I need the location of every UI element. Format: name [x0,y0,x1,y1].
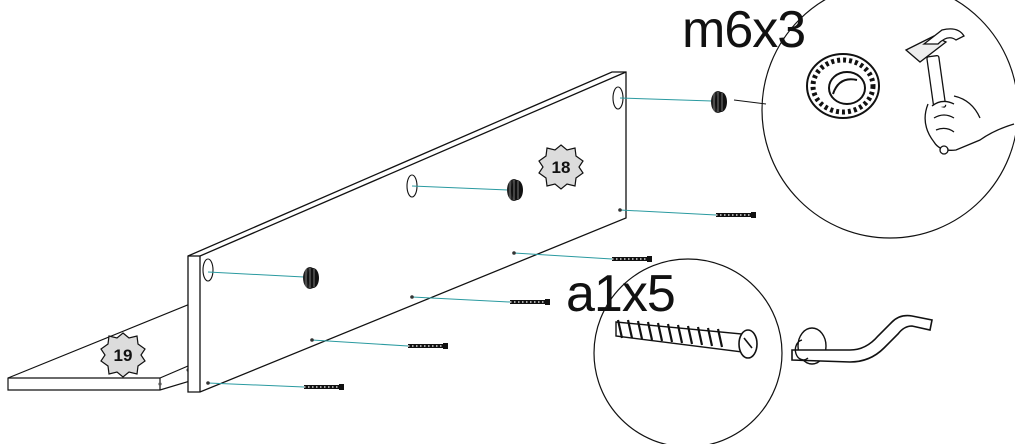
dowel-screw-icon [508,297,552,307]
part-badge-18: 18 [538,144,584,190]
hammer-icon [904,28,965,109]
dowel-screw-icon [302,382,346,392]
dowel-screw-detail-icon [615,319,758,359]
cam-lock-icon [506,178,524,202]
cam-lock-detail-icon [806,53,880,119]
part-number: 18 [552,158,571,177]
cam-lock-icon [302,266,320,290]
cam-fitting-callout: m6x3 [682,0,1015,239]
part-badge-19: 19 [100,332,146,378]
cam-lock-icon [710,90,728,114]
guide-lines [207,97,717,388]
dowel-screw-icon [406,341,450,351]
allen-key-icon [791,314,933,365]
dowel-screw-icon [610,254,654,264]
hand-icon [924,95,1015,155]
quantity-label: a1x5 [566,265,675,323]
hole-markers [206,208,622,385]
dowel-screw-icon [714,210,758,220]
back-panel [187,71,627,393]
part-number: 19 [114,346,133,365]
dowel-screw-callout: a1x5 [566,258,933,444]
quantity-label: m6x3 [682,1,805,59]
